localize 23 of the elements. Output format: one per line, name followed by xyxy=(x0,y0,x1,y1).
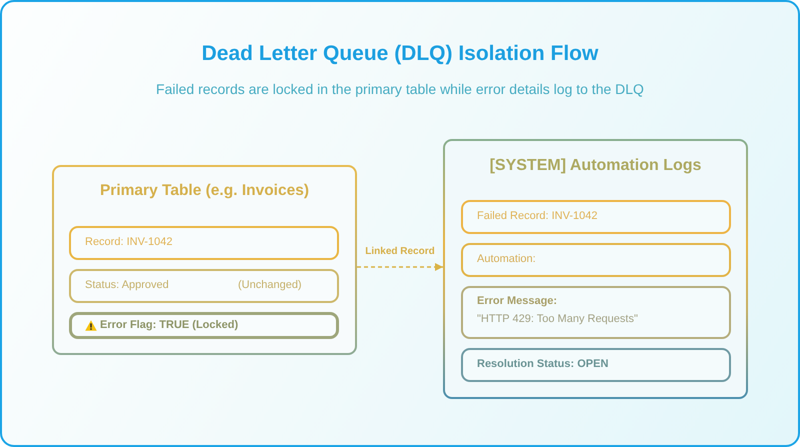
subtitle: Failed records are locked in the primary table while error details log to the DLQ xyxy=(155,81,645,97)
field-text: Automation: xyxy=(477,253,536,267)
table-panel xyxy=(52,165,357,355)
diagram-title: Dead Letter Queue (DLQ) Isolation Flow xyxy=(200,42,600,66)
field-row xyxy=(69,269,339,303)
panel-title: [SYSTEM] Automation Logs xyxy=(488,156,702,176)
field-text: Status: Approved xyxy=(85,279,169,293)
field-row xyxy=(461,200,731,234)
field-text: Failed Record: INV-1042 xyxy=(477,210,598,224)
field-row xyxy=(461,348,731,382)
error-message: "HTTP 429: Too Many Requests" xyxy=(477,313,638,326)
log-panel xyxy=(443,139,748,399)
field-note: (Unchanged) xyxy=(238,279,302,293)
dashed-arrow xyxy=(357,263,443,271)
error-flag-text: Error Flag: TRUE (Locked) xyxy=(100,318,238,332)
field-row xyxy=(461,243,731,277)
status-text: Resolution Status: OPEN xyxy=(477,358,608,372)
field-row xyxy=(461,286,731,339)
field-row xyxy=(69,226,339,260)
field-row xyxy=(69,312,339,339)
error-label: Error Message: xyxy=(477,295,558,308)
field-text: Record: INV-1042 xyxy=(85,236,172,250)
panel-title: Primary Table (e.g. Invoices) xyxy=(98,182,310,201)
